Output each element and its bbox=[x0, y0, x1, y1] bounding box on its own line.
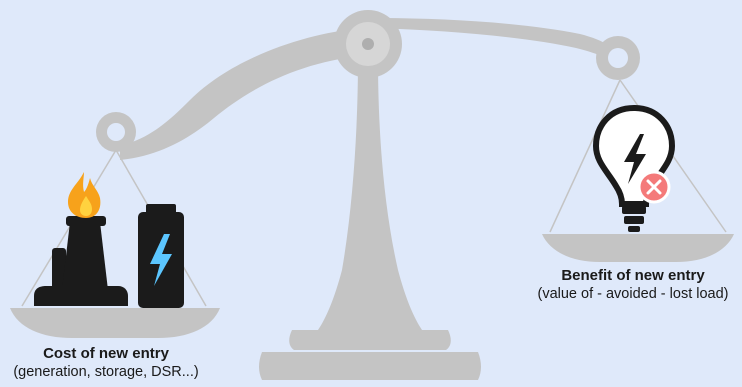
factory-icon bbox=[34, 216, 128, 306]
scale-pillar bbox=[318, 58, 422, 330]
lightbulb-icon bbox=[592, 104, 676, 232]
cost-caption: Cost of new entry (generation, storage, … bbox=[0, 345, 212, 381]
benefit-subtitle: (value of - avoided - lost load) bbox=[537, 286, 729, 302]
scale-foot bbox=[259, 352, 481, 380]
scale-beam-left bbox=[120, 28, 362, 160]
cost-title: Cost of new entry bbox=[43, 345, 169, 362]
battery-icon bbox=[138, 204, 184, 308]
scale-right-pan bbox=[542, 234, 734, 262]
cost-subtitle: (generation, storage, DSR...) bbox=[13, 364, 199, 380]
scale-base bbox=[289, 330, 451, 350]
benefit-caption: Benefit of new entry (value of - avoided… bbox=[524, 267, 742, 303]
scale-left-pan bbox=[10, 308, 220, 338]
benefit-title: Benefit of new entry bbox=[561, 267, 705, 284]
flame-icon bbox=[68, 172, 101, 218]
bolt-icon bbox=[624, 134, 646, 184]
bolt-icon bbox=[150, 234, 172, 286]
scale-beam-right bbox=[372, 18, 628, 70]
